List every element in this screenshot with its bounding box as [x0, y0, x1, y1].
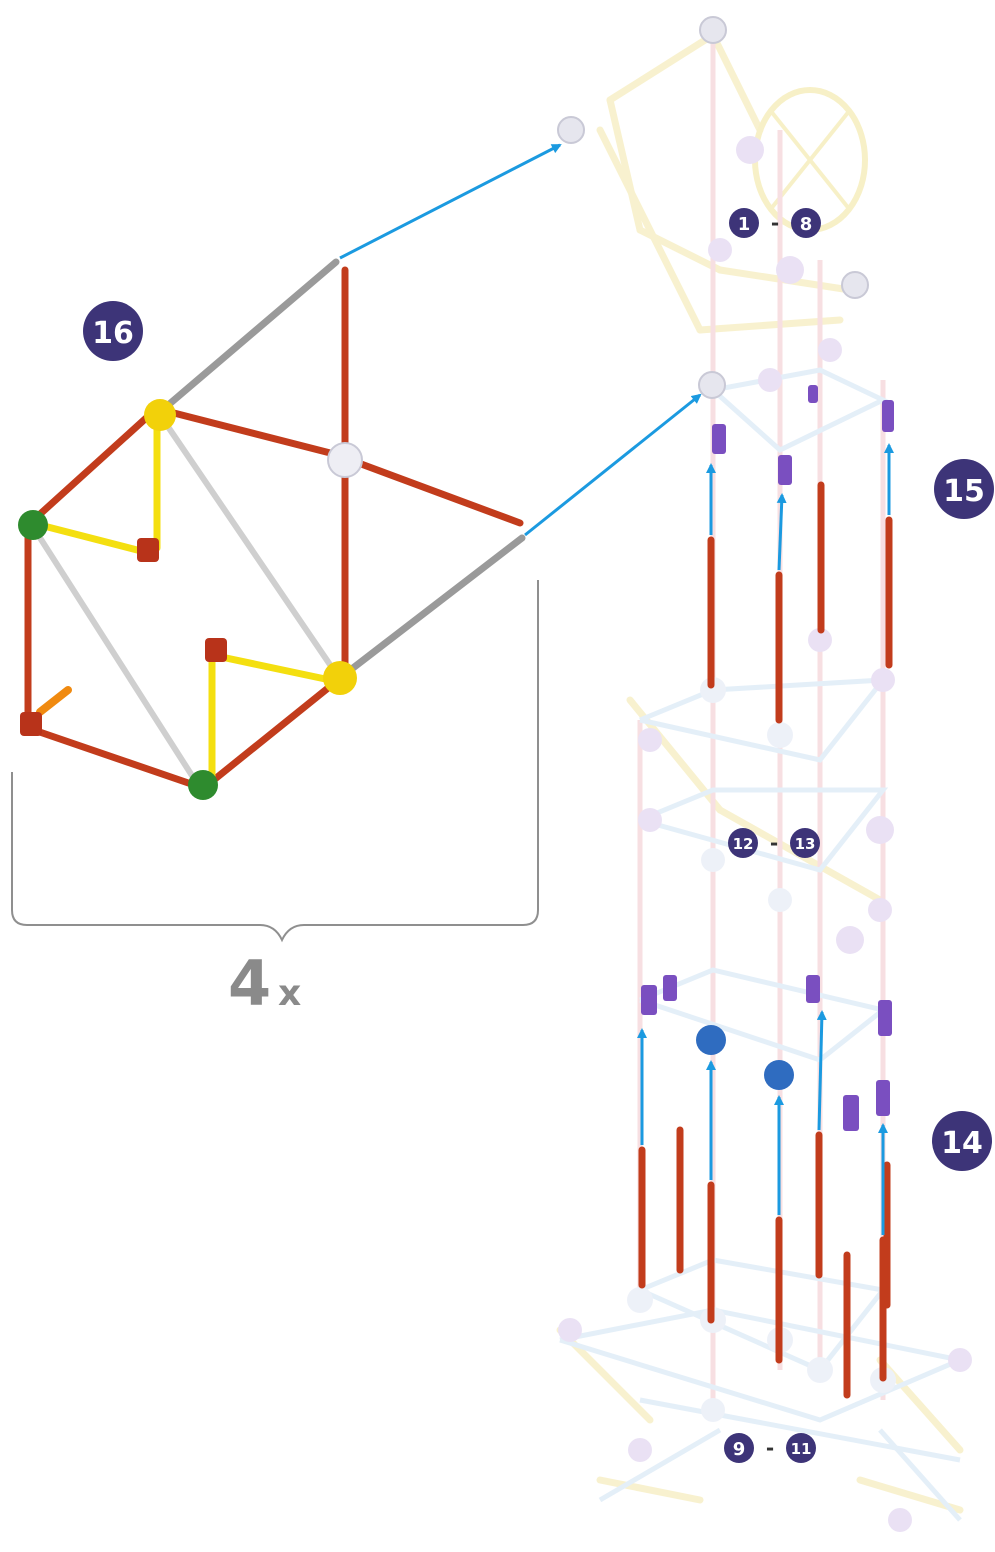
reference-top-sep: - — [771, 211, 779, 235]
reference-middle-to: 13 — [795, 835, 816, 853]
step14-purple-connectors — [641, 975, 892, 1131]
quantity-bracket — [12, 580, 538, 940]
step-16-badge: 16 — [83, 301, 143, 361]
step-14-badge: 14 — [932, 1111, 992, 1171]
reference-middle: 12 - 13 — [728, 828, 820, 858]
white-connector — [328, 443, 362, 477]
step14-rods — [642, 1130, 887, 1395]
white-connector-top — [700, 17, 726, 43]
step-15-label: 15 — [943, 474, 985, 509]
step-14-label: 14 — [941, 1126, 983, 1161]
reference-top: 1 - 8 — [729, 208, 821, 238]
step15-arrows — [711, 445, 889, 570]
reference-middle-from: 12 — [733, 835, 754, 853]
reference-bottom-sep: - — [766, 1436, 774, 1460]
step15-connectors — [712, 385, 894, 485]
white-connector-left — [558, 117, 584, 143]
step-16-label: 16 — [92, 316, 134, 351]
white-connector-right — [842, 272, 868, 298]
faded-tower — [558, 35, 972, 1532]
reference-bottom-to: 11 — [791, 1440, 812, 1458]
reference-middle-sep: - — [770, 831, 778, 855]
reference-bottom-from: 9 — [733, 1439, 746, 1460]
step-15-badge: 15 — [934, 459, 994, 519]
reference-top-from: 1 — [738, 214, 751, 235]
reference-top-to: 8 — [800, 214, 813, 235]
multiplier-count: 4 — [228, 947, 271, 1020]
reference-bottom: 9 - 11 — [724, 1433, 816, 1463]
white-connector-center — [699, 372, 725, 398]
multiplier-suffix: x — [278, 973, 301, 1014]
